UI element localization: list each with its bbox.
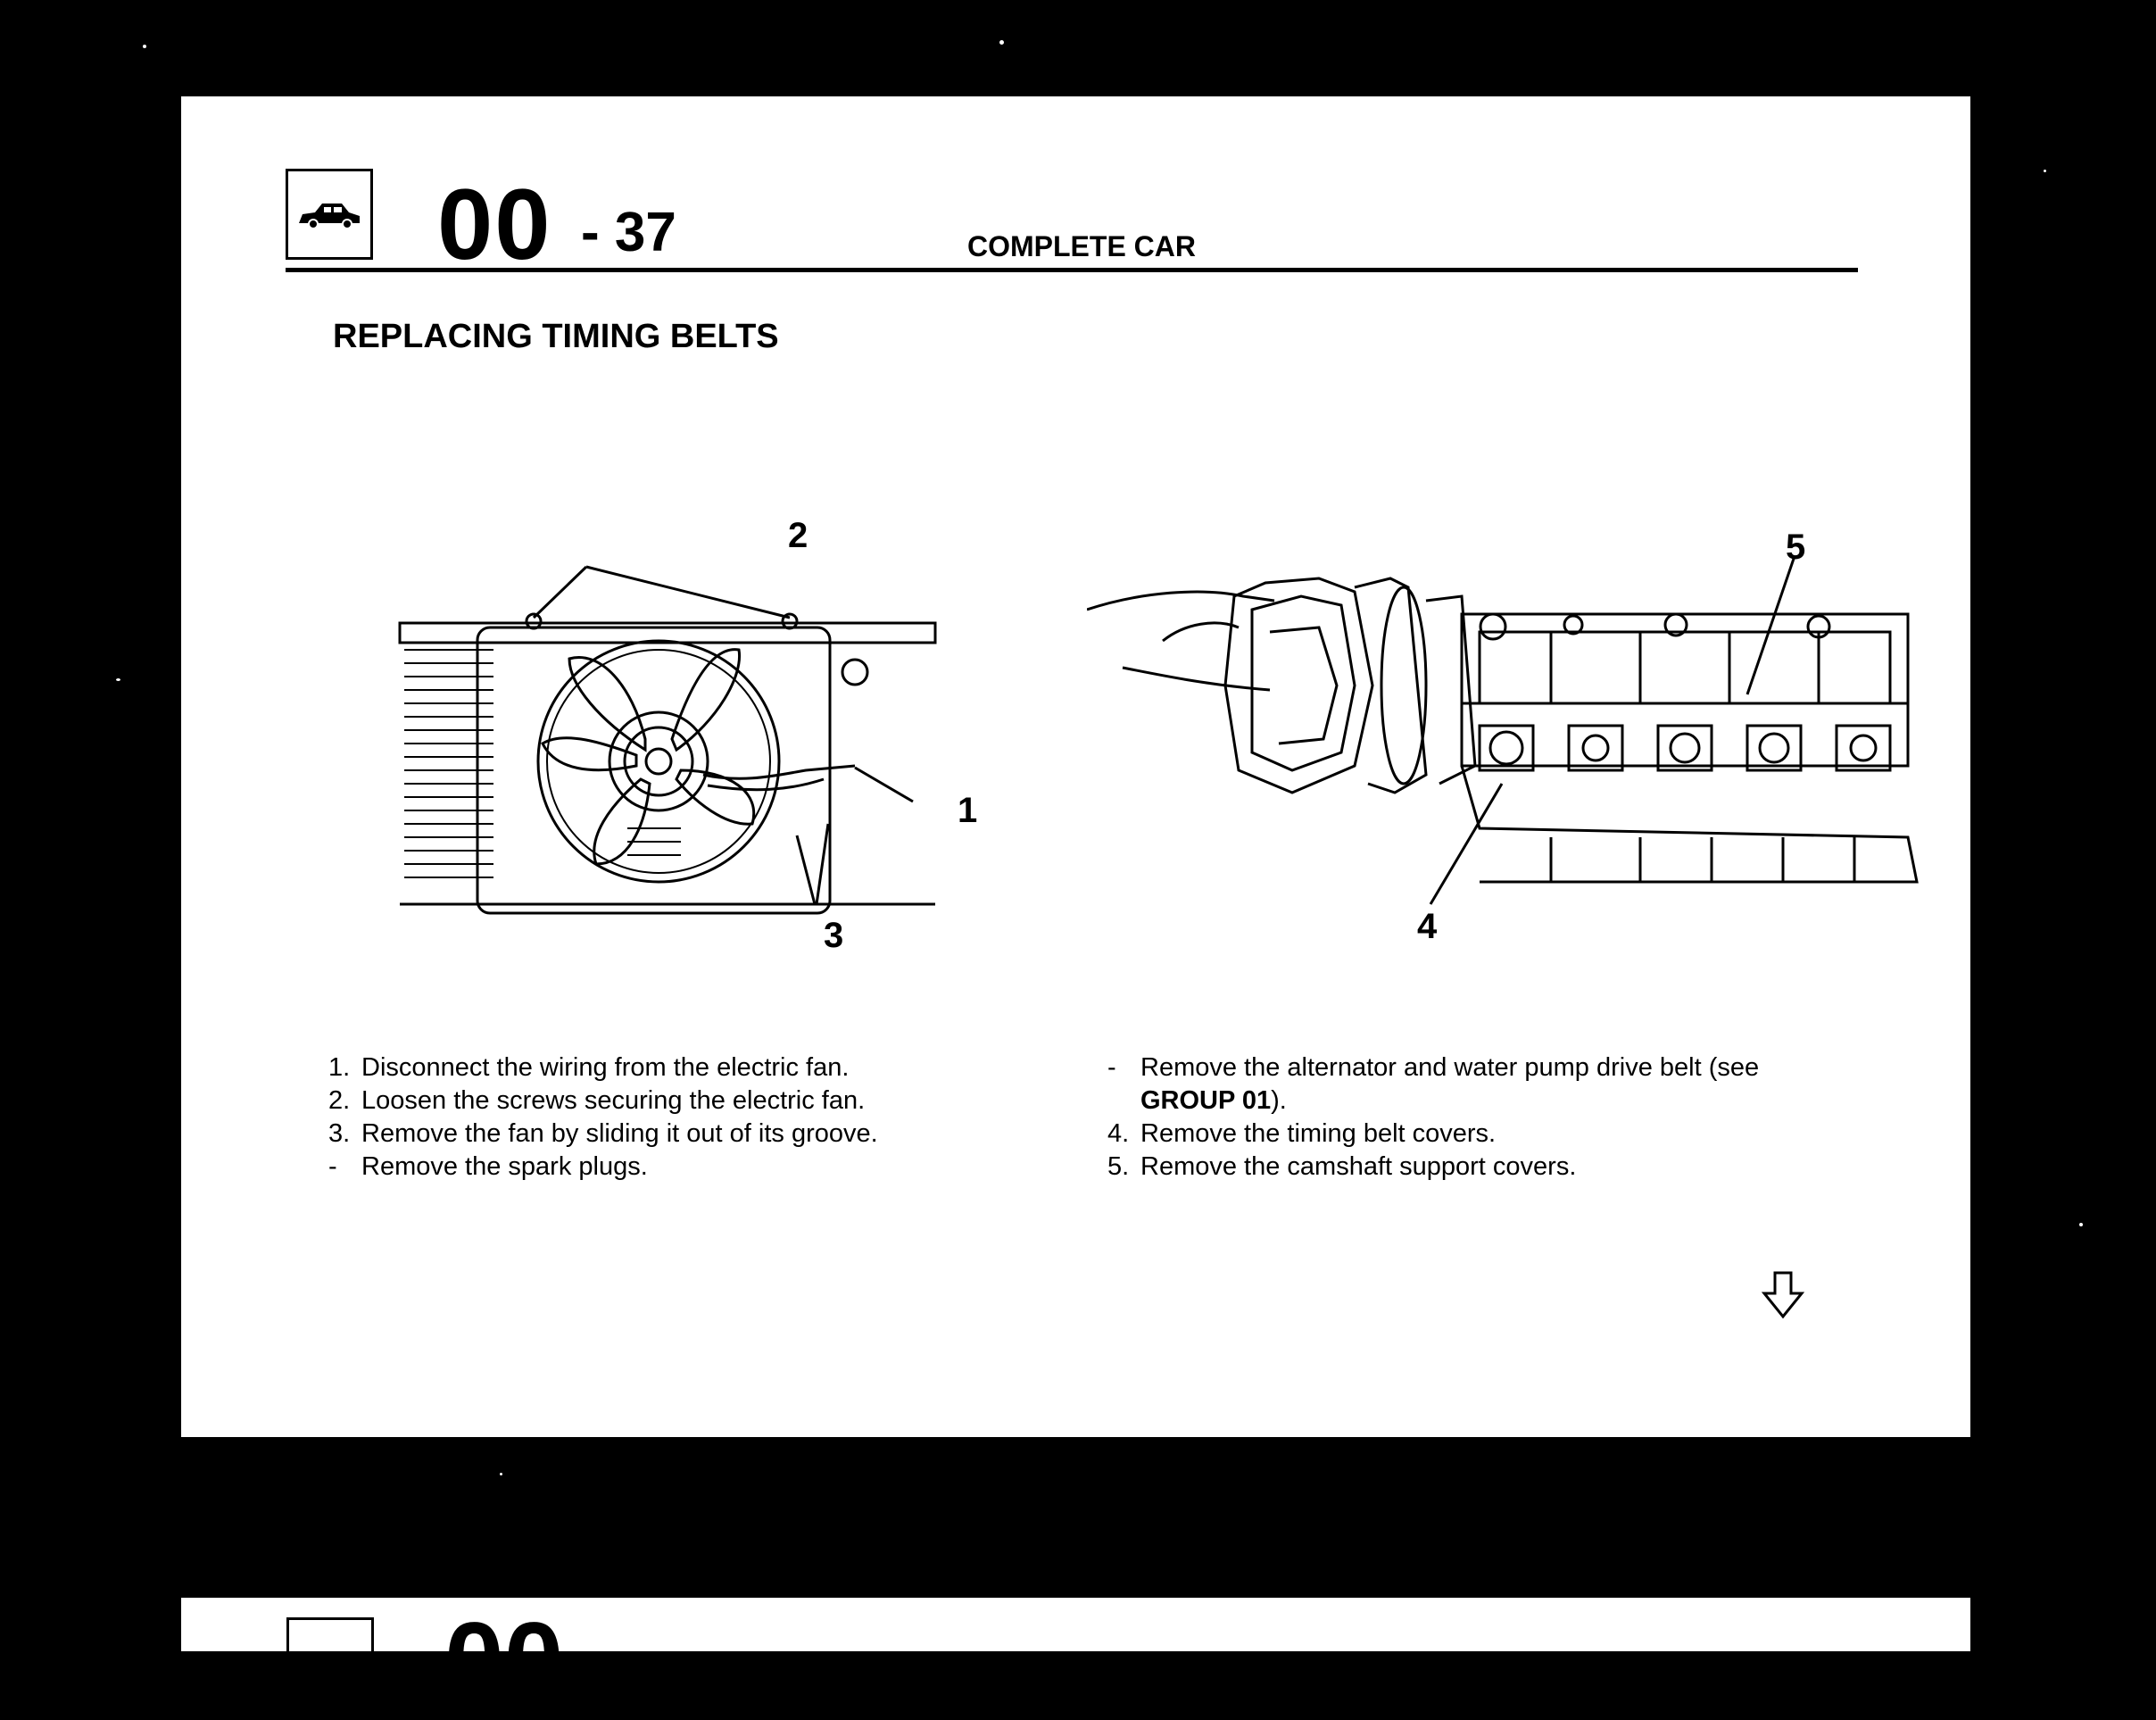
steps-right: - Remove the alternator and water pump d… (1107, 1051, 1821, 1184)
down-arrow-icon (1761, 1270, 1805, 1325)
list-item: 3.Remove the fan by sliding it out of it… (328, 1119, 878, 1148)
page-number: - 37 (581, 202, 676, 263)
header-rule (286, 268, 1858, 272)
callout-5: 5 (1786, 528, 1806, 567)
car-icon (286, 169, 373, 260)
chapter-number: 00 (437, 169, 552, 280)
next-page-fragment: 00 (181, 1598, 1970, 1714)
list-item: 2.Loosen the screws securing the electri… (328, 1086, 866, 1115)
list-item: 1.Disconnect the wiring from the electri… (328, 1053, 850, 1082)
fan-illustration: 2 1 3 (377, 418, 984, 1007)
callout-1: 1 (958, 791, 978, 830)
callout-4: 4 (1417, 907, 1438, 946)
list-item: -Remove the spark plugs. (328, 1152, 648, 1181)
engine-illustration: 4 5 (1086, 418, 1930, 971)
list-item: 4.Remove the timing belt covers. (1107, 1119, 1497, 1148)
next-chapter-number: 00 (444, 1600, 564, 1720)
steps-left: 1.Disconnect the wiring from the electri… (328, 1051, 971, 1184)
list-item: - Remove the alternator and water pump d… (1107, 1053, 1760, 1115)
list-item: 5.Remove the camshaft support covers. (1107, 1152, 1577, 1181)
group-title: COMPLETE CAR (967, 230, 1196, 262)
callout-2: 2 (788, 516, 808, 555)
section-title: REPLACING TIMING BELTS (333, 318, 779, 355)
car-icon (286, 1617, 374, 1653)
manual-page: 00 - 37 COMPLETE CAR REPLACING TIMING BE… (181, 96, 1970, 1437)
callout-3: 3 (824, 916, 844, 955)
